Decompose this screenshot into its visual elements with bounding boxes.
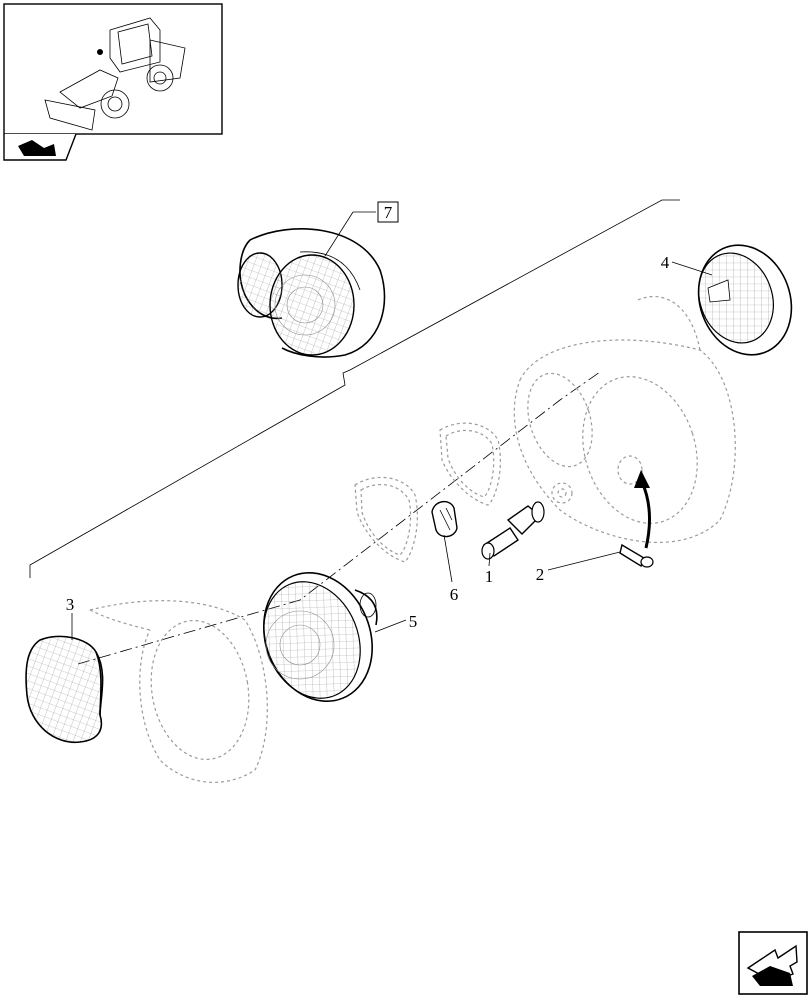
callout-label-4[interactable]: 4 bbox=[661, 253, 670, 272]
axis-line bbox=[77, 371, 601, 665]
ghost-bezel-front bbox=[89, 600, 268, 783]
leader-lines bbox=[71, 211, 713, 640]
assembly-bracket-line bbox=[29, 199, 680, 578]
wedge-bulb-item-2 bbox=[619, 543, 654, 568]
book-arrow-icon[interactable] bbox=[3, 133, 77, 161]
ghost-housing-back bbox=[513, 296, 736, 543]
ghost-socket bbox=[551, 482, 573, 504]
next-page-arrow-icon[interactable] bbox=[738, 931, 808, 995]
front-lamp-item-3 bbox=[25, 635, 104, 744]
ghost-gasket-lower bbox=[354, 476, 418, 563]
lamp-assembly-item-7 bbox=[237, 228, 386, 358]
insertion-arrow-icon bbox=[634, 470, 651, 549]
round-lamp-item-4 bbox=[697, 244, 793, 356]
callout-label-6[interactable]: 6 bbox=[450, 585, 459, 604]
headlamp-item-5 bbox=[263, 571, 378, 703]
ghost-gasket-upper bbox=[439, 422, 501, 506]
callout-label-7[interactable]: 7 bbox=[377, 201, 399, 223]
wheel-loader-icon bbox=[44, 17, 186, 131]
halogen-bulb-item-1 bbox=[481, 501, 545, 560]
callout-label-2[interactable]: 2 bbox=[536, 565, 545, 584]
callout-label-1[interactable]: 1 bbox=[485, 567, 494, 586]
callout-label-5[interactable]: 5 bbox=[409, 612, 418, 631]
bulb-item-6 bbox=[431, 501, 458, 538]
svg-text:7: 7 bbox=[384, 203, 393, 222]
callout-label-3[interactable]: 3 bbox=[66, 595, 75, 614]
thumbnail-panel bbox=[3, 3, 223, 161]
